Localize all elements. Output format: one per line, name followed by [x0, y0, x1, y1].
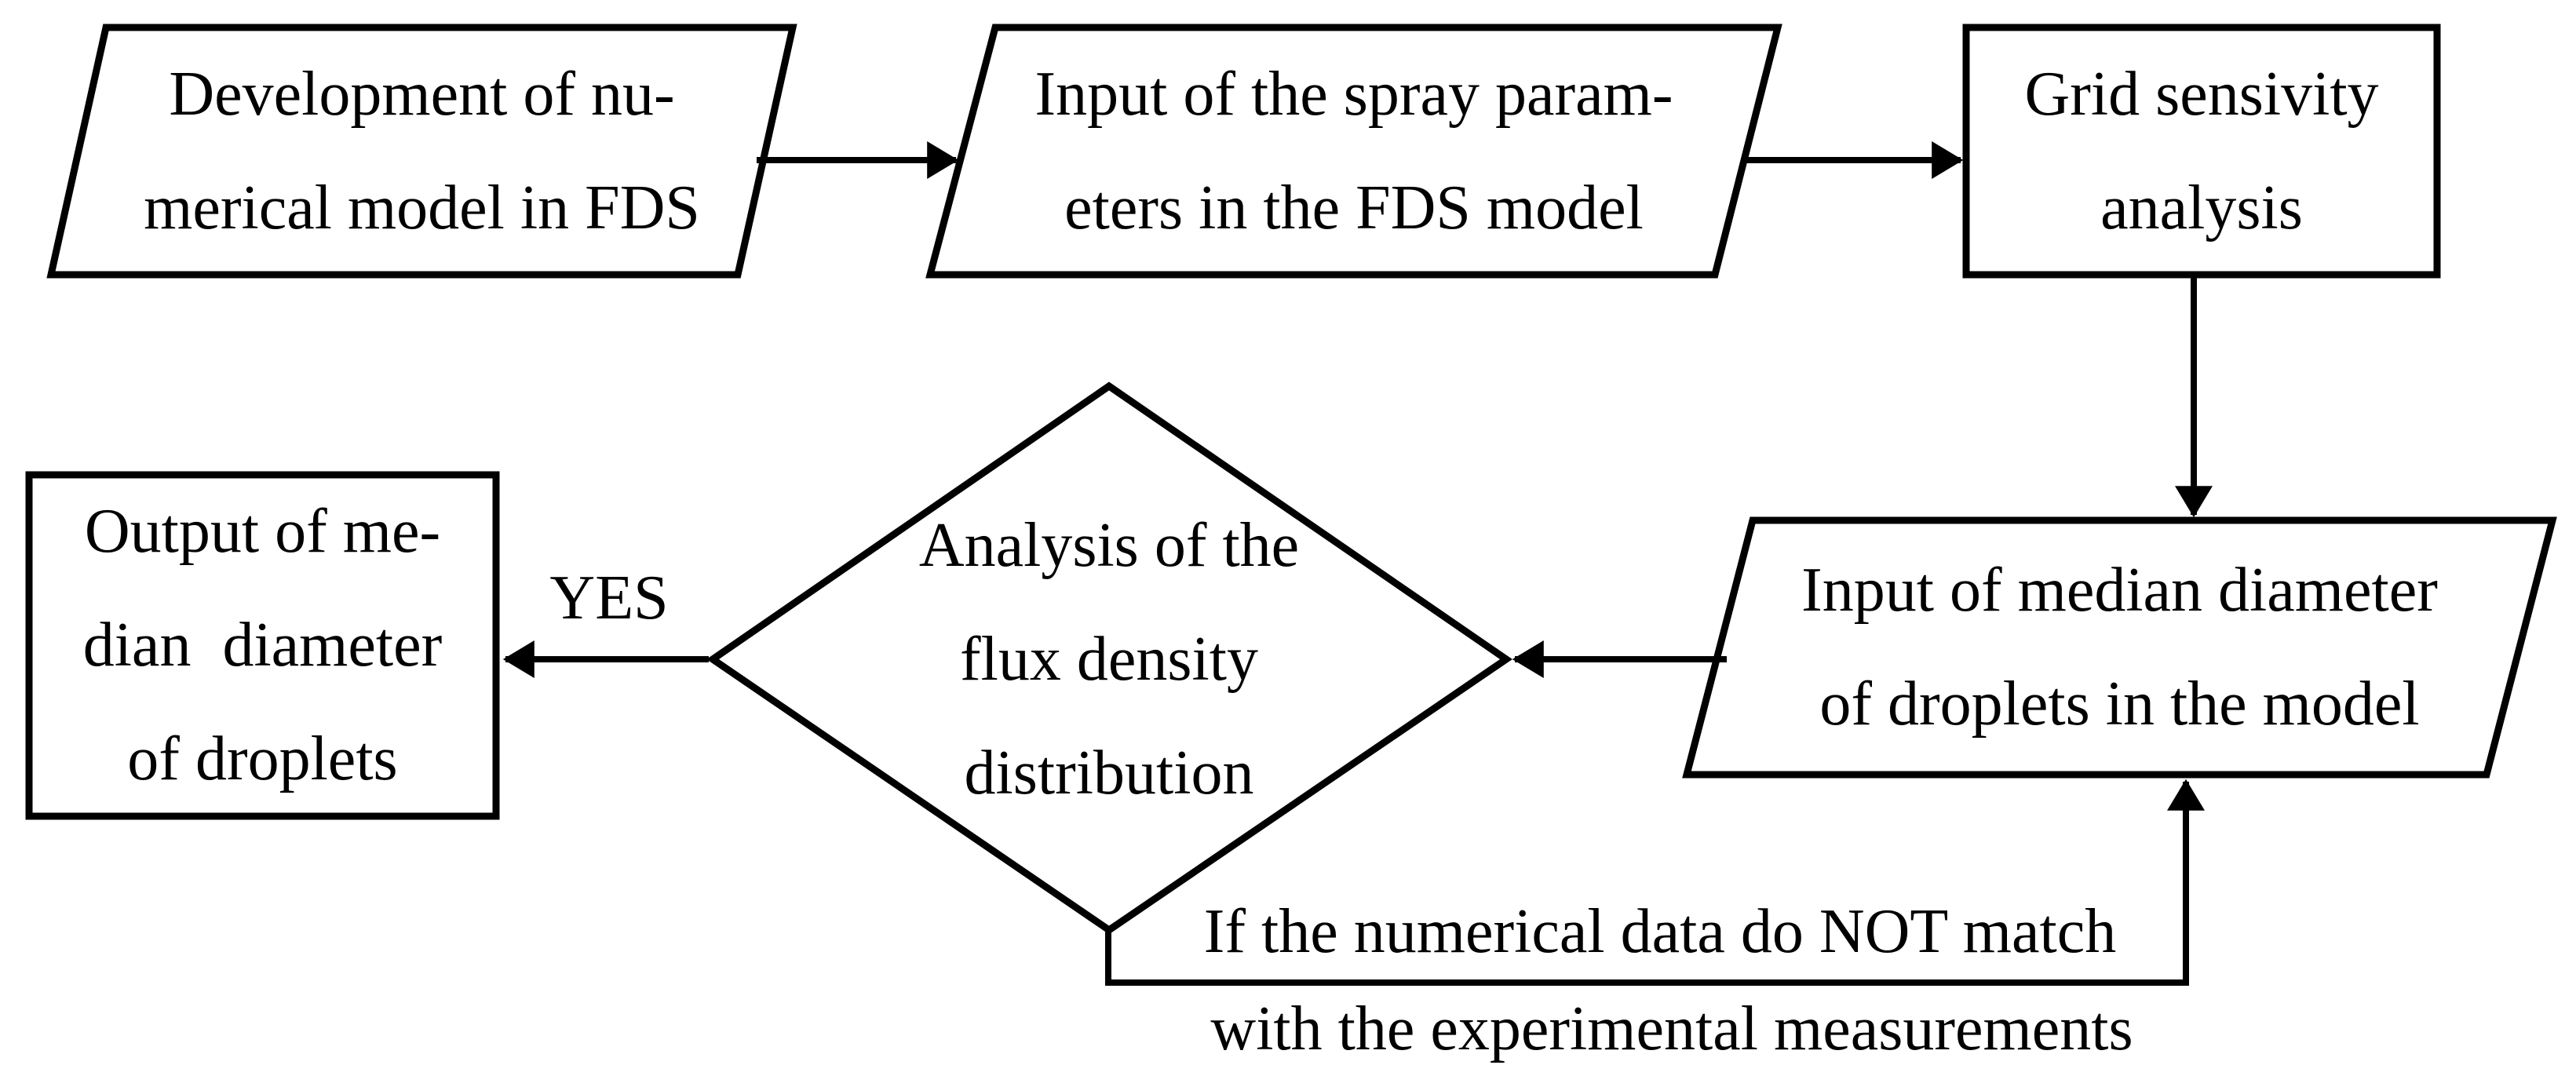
not-match-edge-label-line1: If the numerical data do NOT match: [1203, 896, 2117, 966]
yes-edge-label: YES: [549, 563, 669, 633]
develop-model-label: Development of nu- merical model in FDS: [144, 59, 700, 243]
output-median-label: Output of me- dian diameter of droplets: [82, 497, 443, 793]
arrow-feedback-not-match: [1105, 779, 2205, 986]
input-spray-shape: [925, 24, 1782, 279]
grid-sensitivity-label: Grid sensivity analysis: [2024, 59, 2379, 243]
not-match-edge-label-line2: with the experimental measurements: [1210, 994, 2133, 1063]
input-median-shape: [1682, 516, 2557, 779]
output-median-shape: [25, 471, 500, 820]
develop-model-shape: [46, 24, 797, 279]
input-spray-label: Input of the spray param- eters in the F…: [1034, 59, 1673, 243]
input-median-label: Input of median diameter of droplets in …: [1801, 556, 2438, 739]
analysis-flux-label: Analysis of the flux density distributio…: [918, 510, 1300, 808]
grid-sensitivity-shape: [1962, 24, 2441, 279]
